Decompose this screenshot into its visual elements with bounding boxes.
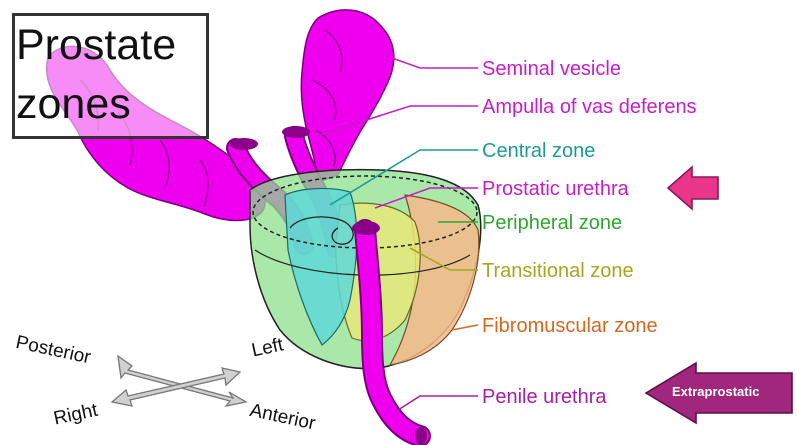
title-line-1: Prostate bbox=[16, 24, 176, 67]
label-fibromuscular-zone: Fibromuscular zone bbox=[482, 316, 658, 336]
leader-penile-urethra bbox=[395, 396, 478, 412]
urethra-end-opening bbox=[415, 427, 427, 445]
left-vas-opening bbox=[230, 138, 258, 150]
label-central-zone: Central zone bbox=[482, 141, 595, 161]
extraprostatic-label: Extraprostatic bbox=[672, 384, 759, 399]
label-prostatic-urethra: Prostatic urethra bbox=[482, 179, 629, 199]
title-line-2: zones bbox=[16, 83, 131, 126]
label-transitional-zone: Transitional zone bbox=[482, 261, 634, 281]
leader-seminal-vesicle bbox=[392, 58, 478, 68]
urethra-top-opening bbox=[352, 221, 380, 235]
right-seminal-vesicle bbox=[301, 10, 394, 182]
label-penile-urethra: Penile urethra bbox=[482, 387, 607, 407]
label-ampulla: Ampulla of vas deferens bbox=[482, 97, 697, 117]
prostatic-urethra-callout-arrow bbox=[668, 167, 718, 209]
label-peripheral-zone: Peripheral zone bbox=[482, 213, 622, 233]
orientation-compass bbox=[112, 356, 246, 406]
leader-fibromuscular-zone bbox=[452, 325, 478, 330]
label-seminal-vesicle: Seminal vesicle bbox=[482, 59, 621, 79]
right-vas-opening bbox=[282, 126, 310, 138]
